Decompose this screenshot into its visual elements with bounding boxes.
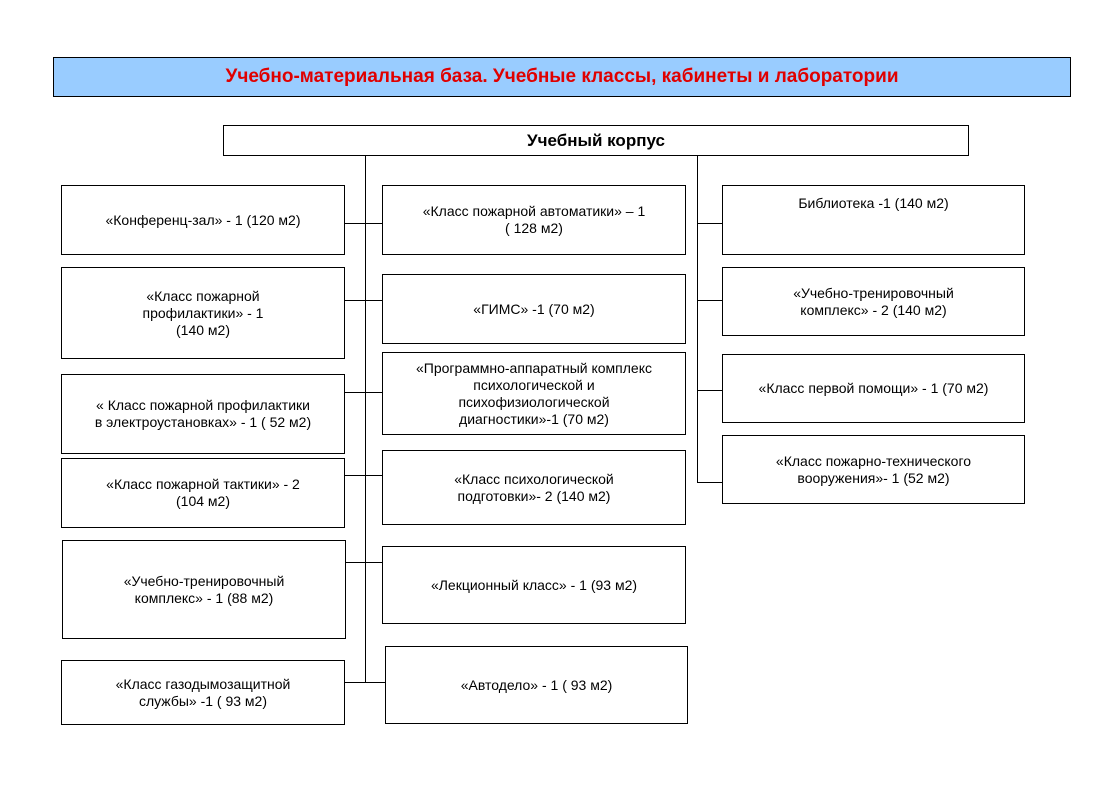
node-klass-pozharno-tehnicheskogo-vooruzheniya: «Класс пожарно-технического вооружения»-… <box>722 435 1025 504</box>
node-gims: «ГИМС» -1 (70 м2) <box>382 274 686 344</box>
node-lekcionny-klass: «Лекционный класс» - 1 (93 м2) <box>382 546 686 624</box>
connector <box>697 482 722 483</box>
connector <box>345 562 382 563</box>
connector <box>697 390 722 391</box>
node-klass-pozharnoy-taktiki: «Класс пожарной тактики» - 2 (104 м2) <box>61 458 345 528</box>
node-klass-pervoy-pomoschi: «Класс первой помощи» - 1 (70 м2) <box>722 354 1025 423</box>
node-programmno-apparatny-kompleks: «Программно-аппаратный комплекс психолог… <box>382 352 686 435</box>
root-label: Учебный корпус <box>527 130 665 150</box>
connector <box>345 223 382 224</box>
connector <box>697 300 722 301</box>
node-klass-pozharnoy-avtomatiki: «Класс пожарной автоматики» – 1 ( 128 м2… <box>382 185 686 255</box>
connector <box>345 392 382 393</box>
node-klass-psihologicheskoy-podgotovki: «Класс психологической подготовки»- 2 (1… <box>382 450 686 525</box>
connector <box>345 300 382 301</box>
connector <box>345 682 385 683</box>
root-node-uchebny-korpus: Учебный корпус <box>223 125 969 156</box>
connector-trunk-left <box>365 156 366 682</box>
connector <box>697 223 722 224</box>
node-klass-profilaktiki-elektroustanovki: « Класс пожарной профилактики в электроу… <box>61 374 345 454</box>
node-klass-pozharnoy-profilaktiki: «Класс пожарной профилактики» - 1 (140 м… <box>61 267 345 359</box>
node-uchebno-trenirovochny-kompleks-2: «Учебно-тренировочный комплекс» - 2 (140… <box>722 267 1025 336</box>
connector-trunk-right <box>697 156 698 482</box>
node-konferenc-zal: «Конференц-зал» - 1 (120 м2) <box>61 185 345 255</box>
node-uchebno-trenirovochny-kompleks-1: «Учебно-тренировочный комплекс» - 1 (88 … <box>62 540 346 639</box>
node-avtodelo: «Автодело» - 1 ( 93 м2) <box>385 646 688 724</box>
node-klass-gazodymozaschitnoy-sluzhby: «Класс газодымозащитной службы» -1 ( 93 … <box>61 660 345 725</box>
page-title: Учебно-материальная база. Учебные классы… <box>53 57 1071 97</box>
node-biblioteka: Библиотека -1 (140 м2) <box>722 185 1025 255</box>
connector <box>345 475 382 476</box>
title-text: Учебно-материальная база. Учебные классы… <box>225 66 899 87</box>
